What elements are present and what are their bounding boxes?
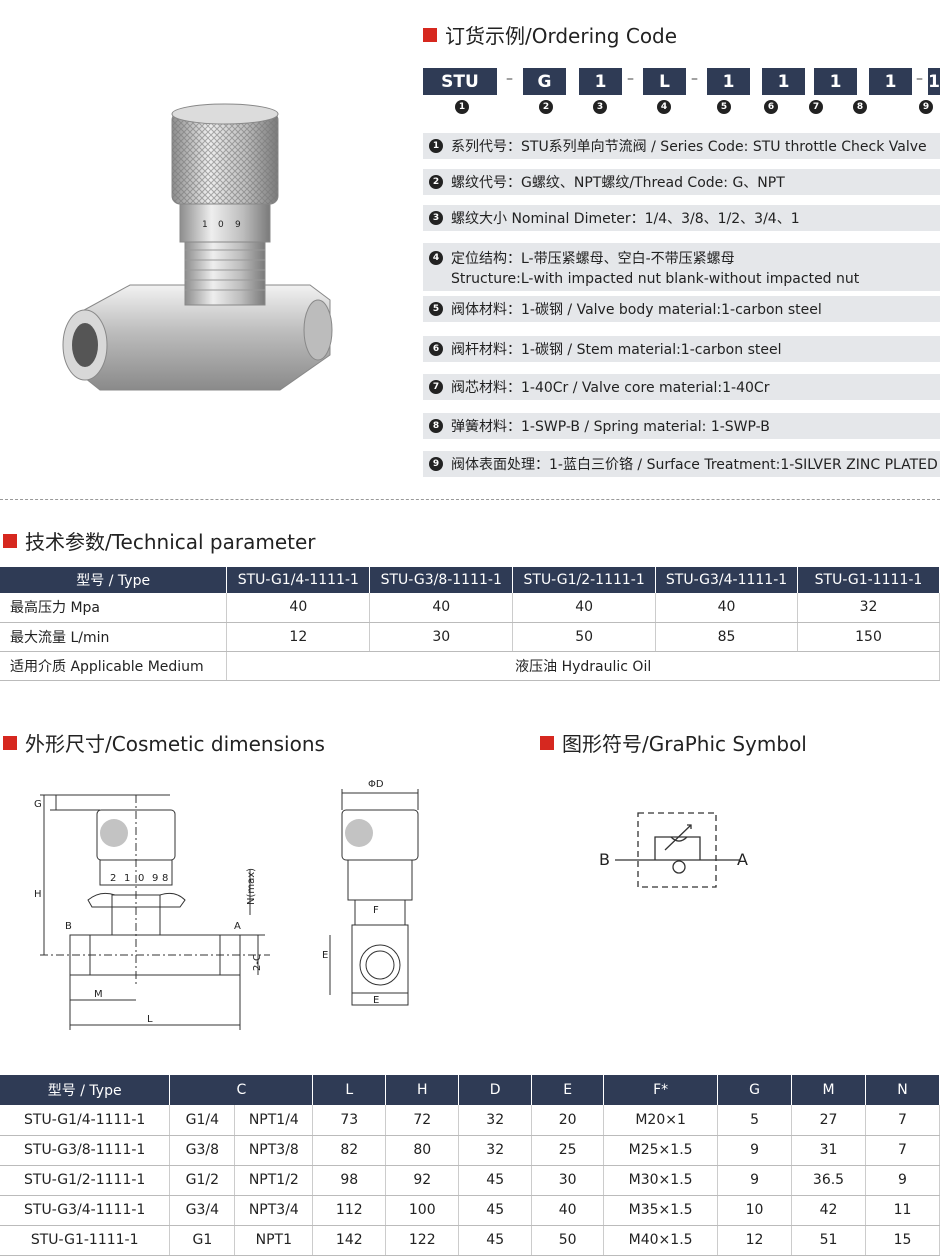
label-B: B — [65, 921, 72, 932]
section-marker-icon — [423, 27, 437, 42]
code-number: 8 — [853, 100, 867, 114]
table-header: STU-G1/2-1111-1 — [512, 567, 657, 593]
table-header: 型号 / Type — [0, 567, 228, 593]
table-header: H — [385, 1075, 460, 1105]
code-number: 6 — [764, 100, 778, 114]
code-spring: 1 — [869, 68, 912, 95]
label-D: ΦD — [368, 779, 384, 790]
table-header: STU-G3/4-1111-1 — [655, 567, 799, 593]
code-dash: – — [691, 71, 698, 87]
svg-text:9: 9 — [235, 220, 241, 230]
table-header: F* — [603, 1075, 719, 1105]
table-header: M — [791, 1075, 866, 1105]
svg-text:1: 1 — [124, 873, 130, 884]
table-header: STU-G3/8-1111-1 — [369, 567, 514, 593]
table-header: D — [458, 1075, 533, 1105]
code-number: 2 — [539, 100, 553, 114]
code-core: 1 — [814, 68, 857, 95]
label-2C: 2-C — [252, 954, 263, 971]
table-row: 最大流量 L/min 12 30 50 85 150 — [0, 622, 940, 652]
code-body: 1 — [707, 68, 750, 95]
code-surface: 1 — [928, 68, 940, 95]
code-thread: G — [523, 68, 566, 95]
symbol-label-B: B — [599, 850, 610, 869]
code-dash: – — [627, 71, 634, 87]
svg-text:2: 2 — [110, 873, 116, 884]
table-header: L — [312, 1075, 387, 1105]
table-header: STU-G1/4-1111-1 — [226, 567, 371, 593]
code-number: 7 — [809, 100, 823, 114]
table-header: STU-G1-1111-1 — [797, 567, 940, 593]
dimension-drawing: G H N(max) B A 2-C M L ΦD F E E 2 1 0 9 … — [34, 779, 419, 1030]
label-F: F — [373, 905, 379, 916]
dimension-table: 型号 / Type C L H D E F* G M N STU-G1/4-11… — [0, 1075, 940, 1256]
svg-text:8: 8 — [162, 873, 168, 884]
graphic-symbol: B A — [599, 812, 748, 888]
section-divider — [0, 499, 940, 500]
ordering-title: 订货示例/Ordering Code — [423, 20, 677, 49]
label-H: H — [34, 889, 42, 900]
table-row: 适用介质 Applicable Medium 液压油 Hydraulic Oil — [0, 651, 940, 681]
code-number: 1 — [455, 100, 469, 114]
technical-parameter-table: 型号 / Type STU-G1/4-1111-1 STU-G3/8-1111-… — [0, 567, 940, 681]
code-number: 9 — [919, 100, 933, 114]
table-header: N — [865, 1075, 940, 1105]
code-number: 4 — [657, 100, 671, 114]
table-header: E — [531, 1075, 605, 1105]
code-number: 5 — [717, 100, 731, 114]
label-L: L — [147, 1014, 153, 1025]
ordering-code-row: STU – G 1 – L – 1 1 1 1 – 1 — [423, 68, 940, 96]
symbol-title: 图形符号/GraPhic Symbol — [540, 728, 807, 757]
svg-text:0: 0 — [138, 873, 144, 884]
label-N: N(max) — [246, 868, 257, 905]
code-dash: – — [916, 71, 923, 87]
table-header: G — [717, 1075, 793, 1105]
svg-text:0: 0 — [218, 220, 224, 230]
dimensions-title: 外形尺寸/Cosmetic dimensions — [3, 728, 325, 757]
table-row: 最高压力 Mpa 40 40 40 40 32 — [0, 593, 940, 623]
code-size: 1 — [579, 68, 622, 95]
code-structure: L — [643, 68, 686, 95]
section-marker-icon — [3, 533, 17, 548]
label-M: M — [94, 989, 103, 1000]
tech-title: 技术参数/Technical parameter — [3, 526, 316, 555]
svg-text:9: 9 — [152, 873, 158, 884]
code-dash: – — [506, 71, 513, 87]
table-header: C — [169, 1075, 314, 1105]
label-E-side: E — [322, 950, 328, 961]
label-E: E — [373, 995, 379, 1006]
label-G: G — [34, 799, 42, 810]
table-header: 型号 / Type — [0, 1075, 171, 1105]
code-number: 3 — [593, 100, 607, 114]
code-stem: 1 — [762, 68, 805, 95]
label-A: A — [234, 921, 241, 932]
section-marker-icon — [3, 735, 17, 750]
svg-text:1: 1 — [202, 220, 208, 230]
code-series: STU — [423, 68, 497, 95]
symbol-label-A: A — [737, 850, 748, 869]
section-marker-icon — [540, 735, 554, 750]
